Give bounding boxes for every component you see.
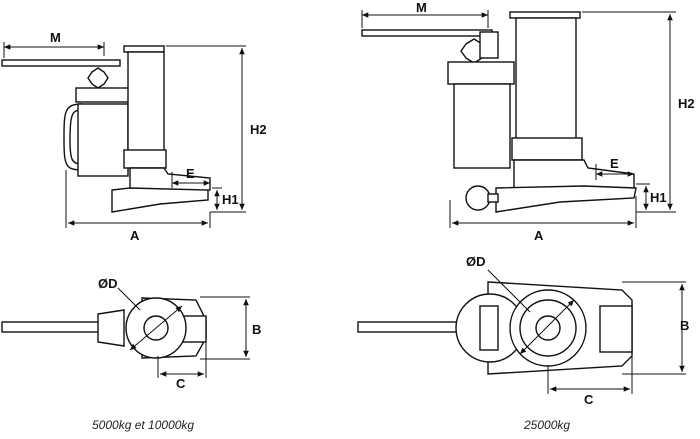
piston-large	[515, 17, 577, 141]
piston-collar-large	[511, 137, 583, 161]
head-block	[75, 87, 131, 103]
label-a-right: A	[534, 228, 544, 243]
label-m-right: M	[416, 0, 427, 15]
piston-collar	[123, 149, 167, 169]
label-h1-right: H1	[650, 190, 667, 205]
label-h2-left: H2	[250, 122, 267, 137]
lever-handle-large	[361, 29, 493, 37]
body-cylinder	[77, 103, 129, 177]
label-d-right: ØD	[466, 254, 486, 269]
top-view-large-jack	[357, 281, 633, 375]
lever-clamp-top-large	[479, 305, 499, 351]
side-view-small-jack	[1, 45, 211, 213]
dim-d-left	[129, 305, 183, 351]
label-h2-right: H2	[678, 96, 695, 111]
lever-socket	[479, 31, 499, 59]
label-h1-left: H1	[222, 192, 239, 207]
label-a-left: A	[130, 228, 140, 243]
piston-cap	[123, 45, 165, 53]
body-cylinder-large	[453, 83, 511, 169]
lever-clamp-top	[97, 309, 125, 347]
wheel	[465, 185, 491, 211]
knob	[87, 67, 109, 89]
base-plate-large	[495, 185, 637, 213]
side-view-large-jack	[361, 11, 637, 213]
lever-handle	[1, 59, 121, 67]
label-d-left: ØD	[98, 276, 118, 291]
piston	[127, 51, 165, 153]
base-plate	[111, 187, 209, 213]
label-c-left: C	[176, 376, 186, 391]
label-c-right: C	[584, 392, 594, 407]
dim-d-right	[519, 299, 575, 355]
label-b-left: B	[252, 322, 261, 337]
label-m-left: M	[50, 30, 61, 45]
lever-handle-top	[1, 321, 107, 333]
top-view-small-jack	[1, 297, 207, 359]
label-e-left: E	[186, 166, 195, 181]
piston-inner-top-large	[535, 315, 561, 341]
head-block-large	[447, 61, 515, 85]
caption-large-model: 25000kg	[524, 418, 571, 432]
caption-small-models: 5000kg et 10000kg	[92, 418, 195, 432]
toe-tip-top-large	[599, 305, 633, 353]
label-b-right: B	[680, 318, 689, 333]
piston-cap-large	[509, 11, 581, 19]
label-e-right: E	[610, 156, 619, 171]
axle	[487, 193, 499, 203]
